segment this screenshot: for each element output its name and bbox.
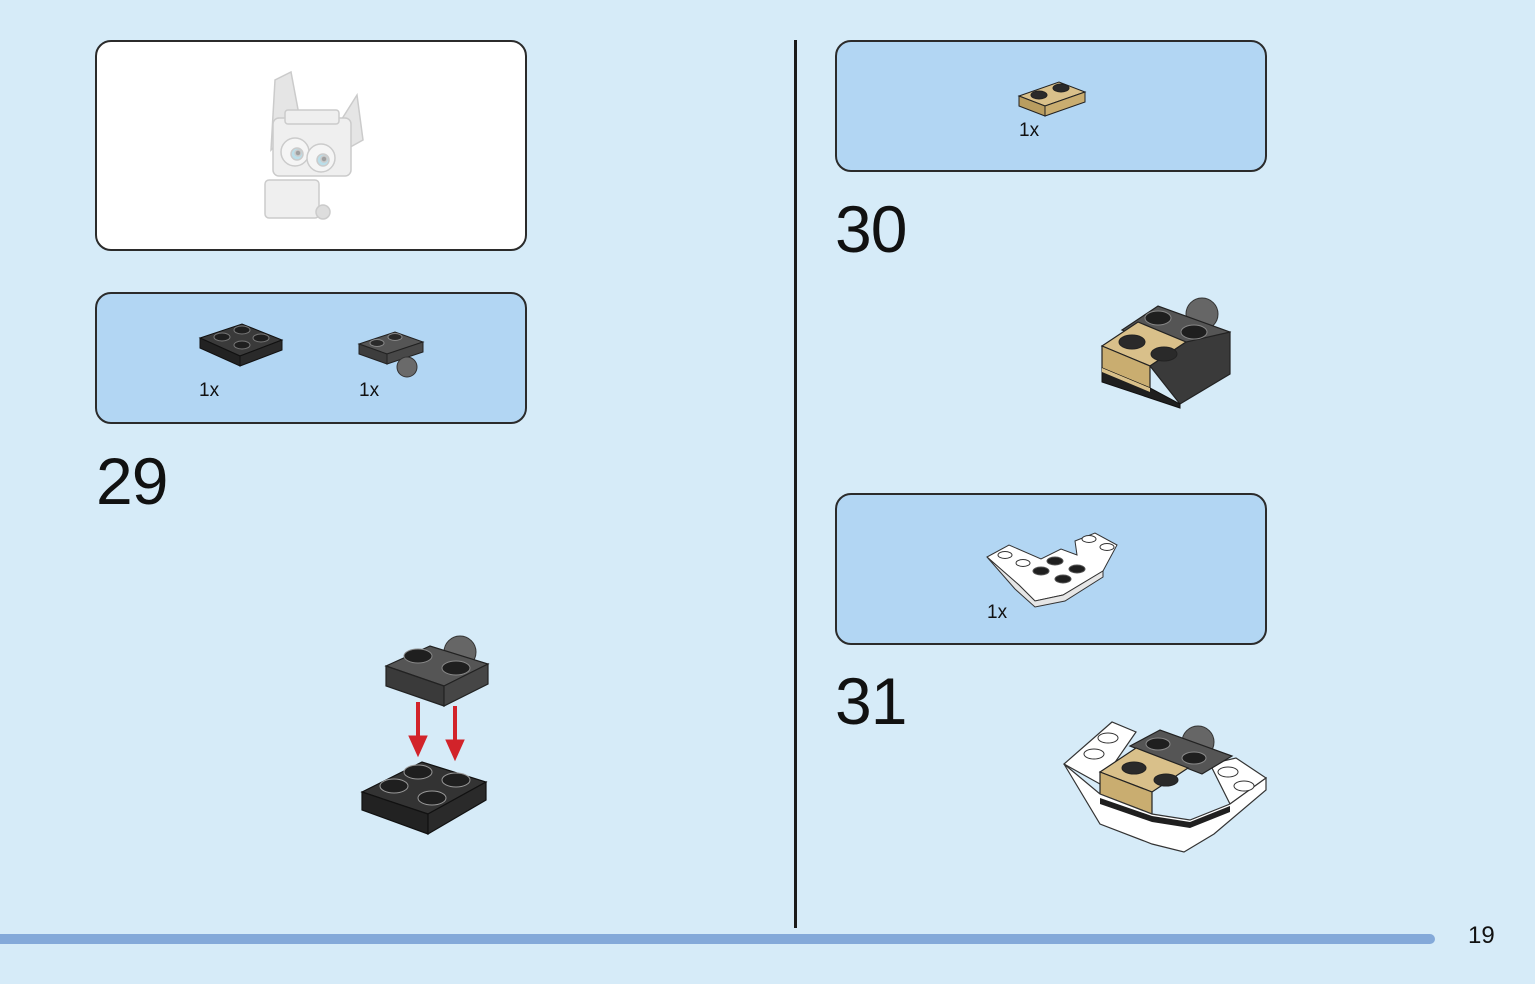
- preview-panel: [95, 40, 527, 251]
- plate-1x2-tan-part: [1017, 81, 1087, 117]
- step-number: 31: [835, 664, 907, 738]
- part-quantity: 1x: [987, 602, 1008, 623]
- part-quantity: 1x: [1019, 120, 1040, 141]
- step-number: 29: [96, 444, 168, 518]
- step-30-parts-panel: 1x: [835, 40, 1267, 172]
- step-31-build-illustration: [1062, 721, 1268, 853]
- step-30-build-illustration: [1100, 297, 1232, 409]
- inverted-slope-white-part: [986, 532, 1118, 608]
- step-31-parts-panel: 1x: [835, 493, 1267, 645]
- plate-2x2-black-part: [198, 323, 284, 367]
- page-divider: [794, 40, 797, 928]
- step-29-parts-panel: 1x 1x: [95, 292, 527, 424]
- step-29-build-illustration: [360, 635, 490, 836]
- dog-head-preview-illustration: [264, 70, 364, 220]
- part-quantity: 1x: [199, 380, 220, 401]
- plate-1x2-ball-dark-grey-part: [357, 331, 425, 378]
- step-number: 30: [835, 192, 907, 266]
- page-number: 19: [1468, 922, 1495, 949]
- page-progress-bar: [0, 934, 1435, 944]
- part-quantity: 1x: [359, 380, 380, 401]
